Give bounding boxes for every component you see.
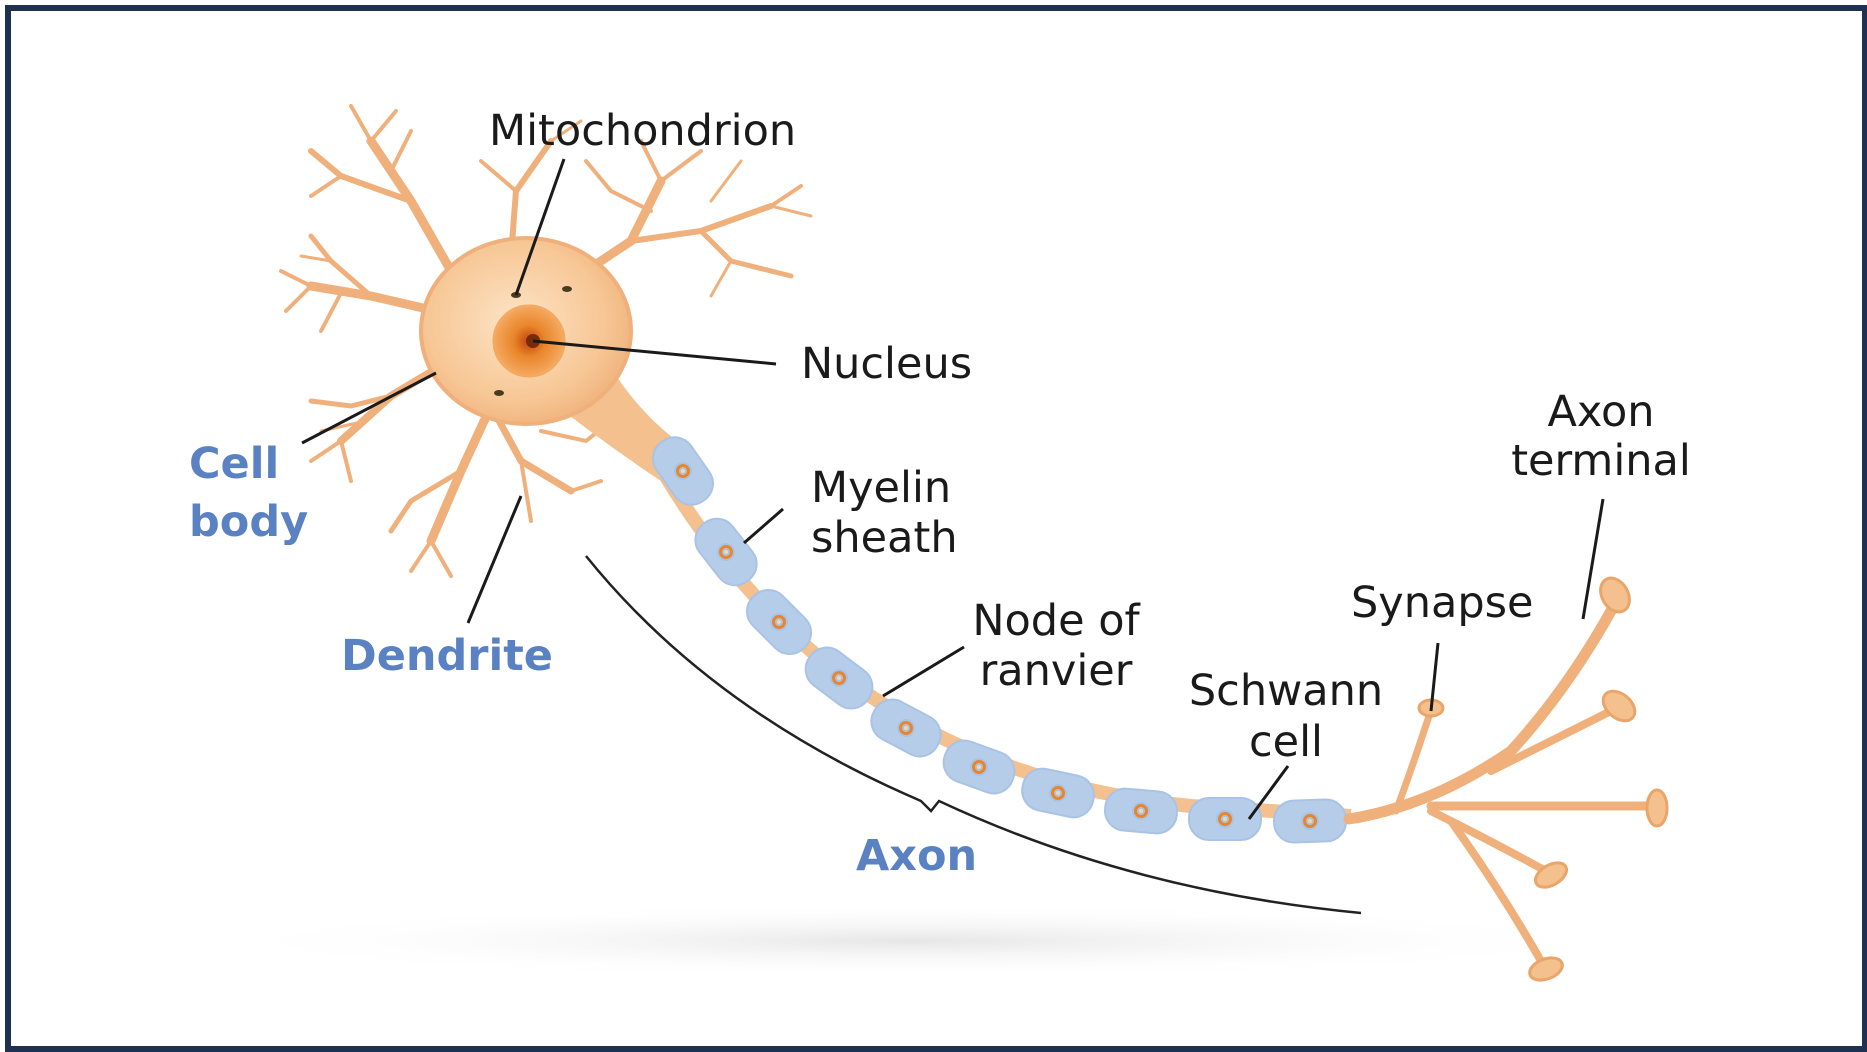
label-dendrite: Dendrite [341, 625, 553, 687]
diagram-frame: Mitochondrion Nucleus Cell body Myelin s… [5, 5, 1867, 1052]
ground-shadow [191, 903, 1631, 979]
axon-terminals [1349, 611, 1651, 961]
label-synapse: Synapse [1351, 578, 1534, 628]
label-myelin-line1: Myelin [811, 463, 951, 513]
label-axon-terminal-line1: Axon [1501, 387, 1701, 437]
label-cell-body-line1: Cell [189, 433, 279, 495]
label-node-line1: Node of [961, 596, 1151, 646]
label-node-line2: ranvier [961, 646, 1151, 696]
label-schwann-line2: cell [1186, 717, 1386, 767]
label-axon: Axon [856, 825, 977, 887]
label-schwann-line1: Schwann [1186, 666, 1386, 716]
label-mitochondrion: Mitochondrion [489, 106, 796, 156]
label-myelin-line2: sheath [811, 513, 958, 563]
label-axon-terminal-line2: terminal [1501, 436, 1701, 486]
label-nucleus: Nucleus [801, 339, 972, 389]
label-cell-body-line2: body [189, 491, 308, 553]
